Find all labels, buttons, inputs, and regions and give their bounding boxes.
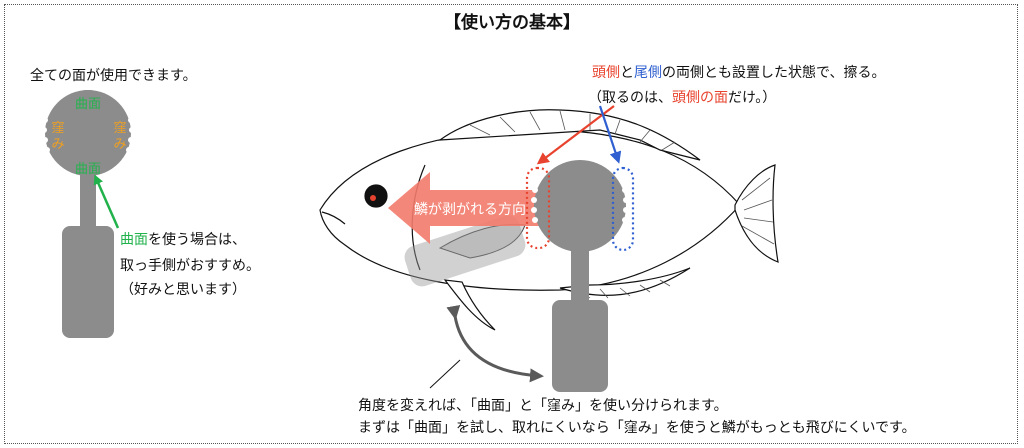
tail-fin-rays	[741, 177, 775, 245]
curve-note-word: 曲面	[120, 232, 148, 248]
fish-anal-fin	[559, 267, 691, 296]
fish-note-line2: （取るのは、頭側の面だけ。）	[588, 88, 776, 108]
left-heading: 全ての面が使用できます。	[30, 68, 197, 84]
head-side-word: 頭側	[592, 65, 620, 81]
head-side-outline	[525, 166, 551, 250]
bottom-note-line1: 角度を変えれば、「曲面」と「窪み」を使い分けられます。	[358, 398, 728, 414]
left-tool-notches	[41, 117, 135, 153]
fish-note-line2-suffix: だけ。）	[728, 90, 777, 106]
fish-eye	[364, 184, 388, 208]
tool-shadow	[404, 215, 526, 287]
curve-top-label: 曲面	[75, 97, 101, 112]
and-word: と	[620, 65, 634, 81]
tail-side-arrow	[598, 105, 622, 164]
fish-note-line1-rest: の両側とも設置した状態で、擦る。	[662, 65, 886, 81]
scale-direction-label: 鱗が剥がれる方向	[414, 202, 526, 218]
curve-bottom-label: 曲面	[75, 162, 101, 177]
tail-side-word: 尾側	[634, 65, 662, 81]
dent-left-label-1: 窪	[51, 120, 64, 136]
dent-right-label-1: 窪	[113, 120, 126, 136]
left-tool-head-disc	[45, 90, 131, 176]
fish-note-line1: 頭側と尾側の両側とも設置した状態で、擦る。	[592, 63, 885, 83]
fish-tool-illustration	[531, 160, 629, 392]
fish-note-line2-highlight: 頭側の面	[672, 90, 728, 106]
left-tool-handle	[62, 226, 114, 338]
scale-direction-arrow	[388, 172, 555, 244]
fish-tail-fin	[734, 164, 779, 263]
green-arrow	[93, 174, 120, 229]
fish-note-line2-prefix: （取るのは、	[588, 90, 672, 106]
dent-right-label-2: み	[113, 137, 126, 152]
curve-note-line2: 取っ手側がおすすめ。	[120, 258, 260, 274]
head-side-arrow	[536, 105, 615, 165]
angle-change-arrow	[446, 304, 544, 383]
left-tool-neck	[80, 172, 96, 234]
angle-callout-line	[429, 359, 461, 389]
fish-mouth	[321, 211, 346, 225]
curve-note-line3: （好みと思います）	[120, 282, 246, 298]
bottom-note-line2: まずは「曲面」を試し、取れにくいなら「窪み」を使うと鱗がもっとも飛びにくいです。	[358, 420, 916, 436]
curve-note-line1-rest: を使う場合は、	[148, 232, 246, 248]
dorsal-fin-rays	[469, 110, 676, 151]
dent-left-label-2: み	[51, 137, 64, 152]
diagram-frame	[4, 4, 1018, 444]
page-title: 【使い方の基本】	[444, 13, 580, 33]
curve-note-line1: 曲面を使う場合は、	[120, 230, 246, 250]
tail-side-outline	[611, 166, 635, 252]
left-tool-illustration	[41, 90, 135, 338]
